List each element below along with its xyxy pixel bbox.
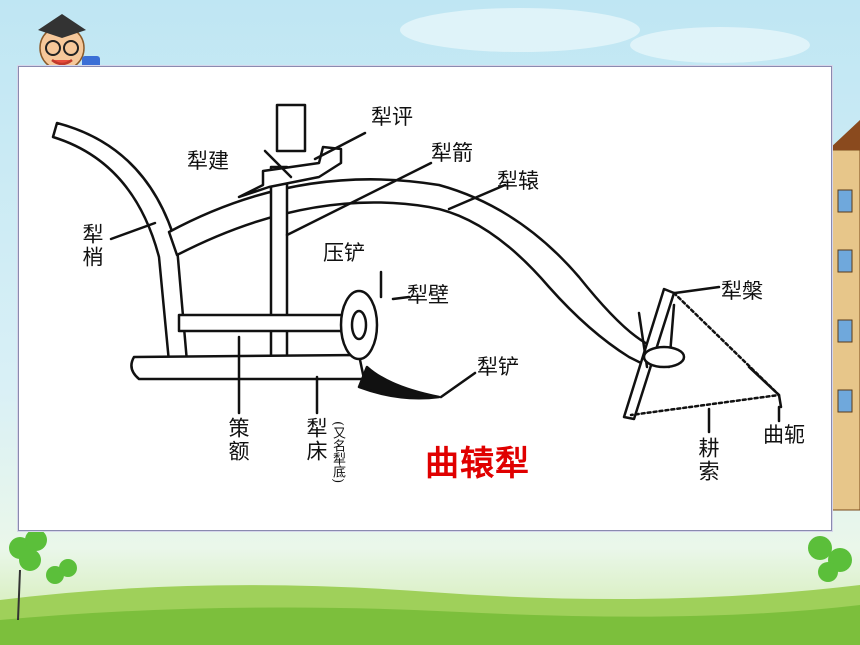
crossbar-shape bbox=[177, 313, 361, 333]
mascot-icon bbox=[38, 14, 100, 71]
label-li-yuan: 犁辕 bbox=[497, 169, 539, 193]
label-li-bi: 犁壁 bbox=[407, 283, 449, 307]
share-shape bbox=[357, 365, 441, 400]
label-li-chuang: 犁床 bbox=[304, 417, 328, 463]
house-icon bbox=[828, 120, 860, 511]
post-shape bbox=[269, 165, 289, 369]
label-li-shao: 犁梢 bbox=[80, 223, 104, 269]
plough-drawing bbox=[51, 103, 783, 434]
label-qu-e: 曲轭 bbox=[763, 423, 805, 447]
label-li-ping: 犁评 bbox=[371, 105, 413, 129]
label-li-chuang-note: (又名犁底) bbox=[330, 421, 345, 484]
diagram-panel: 犁评 犁建 犁箭 犁辕 犁梢 压铲 犁壁 犁槃 犁铲 策额 犁床 (又名犁底) … bbox=[18, 66, 832, 531]
top-block-shape bbox=[275, 103, 307, 153]
diagram-title: 曲辕犁 bbox=[425, 444, 530, 484]
beam-shape bbox=[167, 178, 661, 369]
label-ya-chan: 压铲 bbox=[323, 241, 365, 265]
label-li-jian: 犁建 bbox=[187, 149, 229, 173]
clover-icon bbox=[9, 529, 852, 584]
base-shape bbox=[130, 353, 366, 381]
handle-shape bbox=[51, 121, 189, 364]
label-li-pan: 犁槃 bbox=[721, 279, 763, 303]
label-li-jian-arrow: 犁箭 bbox=[431, 141, 473, 165]
label-li-chan: 犁铲 bbox=[477, 355, 519, 379]
label-ce-e: 策额 bbox=[226, 417, 250, 463]
label-geng-suo: 耕索 bbox=[696, 437, 720, 483]
